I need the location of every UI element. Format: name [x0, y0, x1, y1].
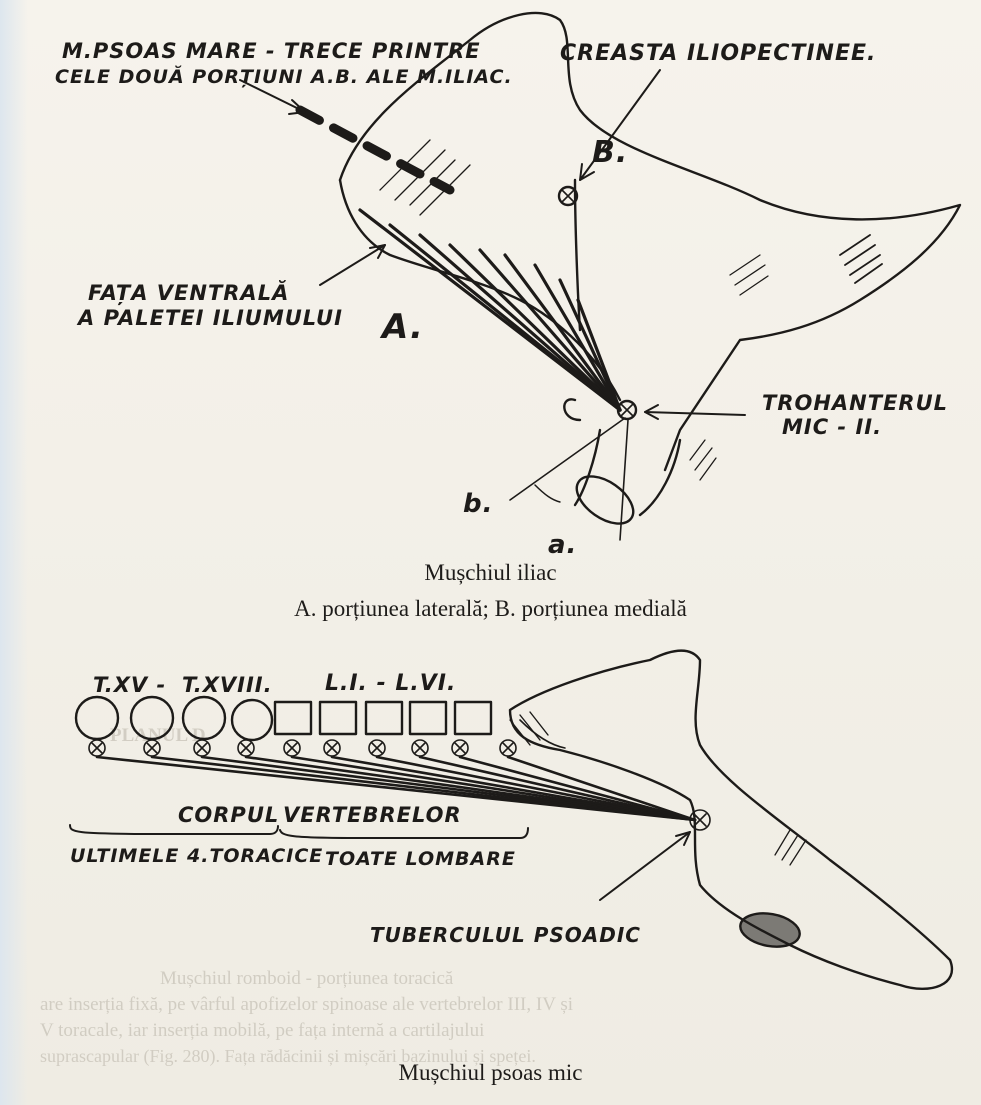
- bleed-line: Mușchiul romboid - porțiunea toracică: [160, 968, 453, 990]
- label-trochanter-line1: TROHANTERUL: [762, 391, 948, 415]
- bleed-line: V toracale, iar inserția mobilă, pe fața…: [40, 1020, 484, 1042]
- arrow-trochanter: [645, 412, 745, 415]
- label-trochanter-line2: MIC - II.: [782, 415, 882, 439]
- femur-cut-end: [568, 467, 641, 533]
- femur-right-edge: [640, 440, 680, 515]
- label-ventral-line1: FAȚA VENTRALĂ: [88, 280, 289, 306]
- iliac-muscle-figure: M.PSOAS MARE - TRECE PRINTRE CELE DOUĂ P…: [0, 0, 981, 560]
- label-psoas-line1: M.PSOAS MARE - TRECE PRINTRE: [62, 39, 481, 63]
- label-ventral-line2: A PALETEI ILIUMULUI: [76, 306, 343, 330]
- angle-arc: [535, 485, 560, 502]
- figure1-caption-title: Mușchiul iliac: [0, 560, 981, 586]
- axis-line-b: [510, 418, 625, 500]
- label-letter-a-lower: a.: [548, 530, 577, 560]
- label-crest: CREASTA ILIOPECTINEE.: [560, 41, 876, 66]
- label-psoas-line2: CELE DOUĂ PORȚIUNI A.B. ALE M.ILIAC.: [55, 64, 513, 88]
- bleed-heading: PLANUL D: [110, 725, 206, 747]
- figure1-caption-subtitle: A. porțiunea laterală; B. porțiunea medi…: [0, 596, 981, 622]
- label-letter-a-upper: A.: [379, 307, 424, 347]
- bleed-line: are inserția fixă, pe vârful apofizelor …: [40, 994, 573, 1016]
- arrow-ventral: [320, 245, 385, 285]
- figure2-caption-title: Mușchiul psoas mic: [0, 1060, 981, 1086]
- label-letter-b-upper: B.: [592, 135, 628, 170]
- label-letter-b-lower: b.: [463, 489, 494, 519]
- lesser-trochanter: [564, 399, 580, 420]
